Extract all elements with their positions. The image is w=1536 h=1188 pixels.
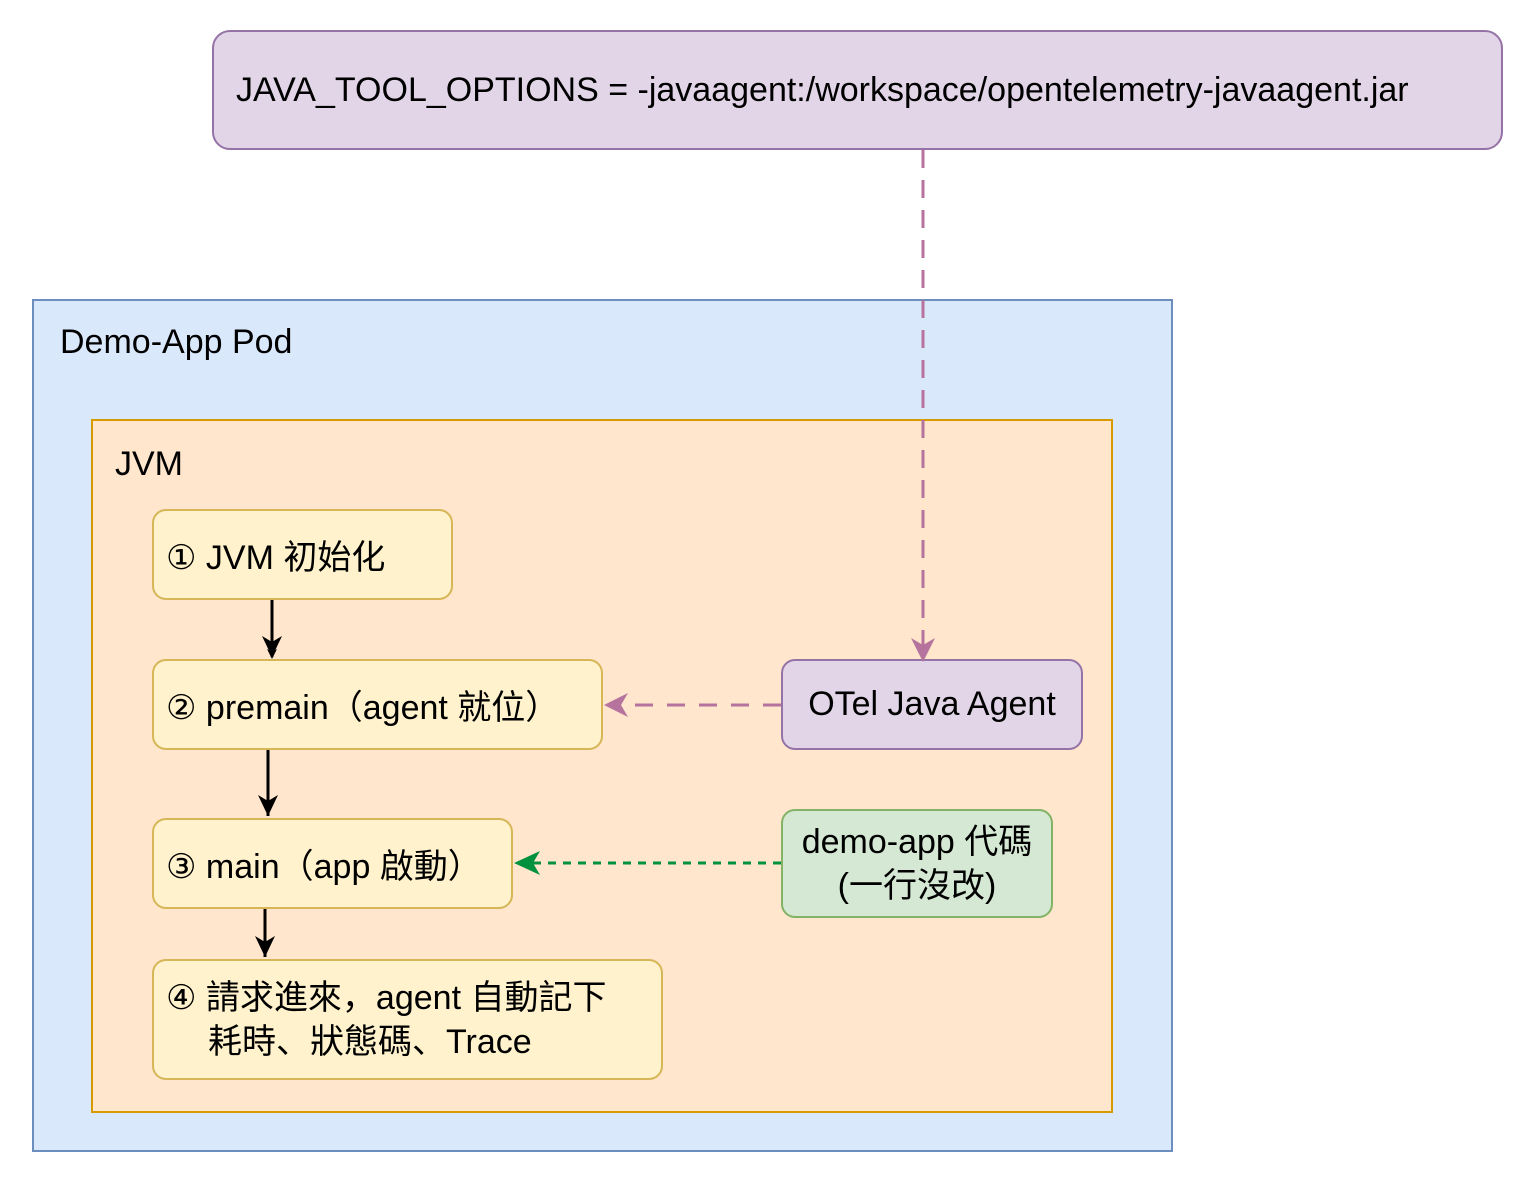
pod-label: Demo-App Pod bbox=[60, 323, 293, 361]
java-tool-options-box: JAVA_TOOL_OPTIONS = -javaagent:/workspac… bbox=[212, 30, 1503, 150]
otel-java-agent-label: OTel Java Agent bbox=[808, 685, 1056, 723]
step-jvm-init-label: ① JVM 初始化 bbox=[166, 539, 386, 577]
demo-app-code-line2: (一行沒改) bbox=[837, 866, 997, 905]
step-main-label: ③ main（app 啟動） bbox=[166, 848, 482, 886]
step-request-line2: 耗時、狀態碼、Trace bbox=[208, 1022, 532, 1061]
step-main: ③ main（app 啟動） bbox=[152, 818, 513, 909]
arrow-env-to-agent-head bbox=[911, 638, 935, 662]
step-premain-label: ② premain（agent 就位） bbox=[166, 689, 560, 727]
demo-app-code-box: demo-app 代碼 (一行沒改) bbox=[781, 809, 1053, 918]
arrow-code-to-main-head bbox=[514, 851, 540, 875]
arrow-premain-to-main-head bbox=[258, 795, 278, 816]
java-tool-options-label: JAVA_TOOL_OPTIONS = -javaagent:/workspac… bbox=[236, 70, 1409, 109]
step-request-line1: ④ 請求進來，agent 自動記下 bbox=[166, 978, 607, 1017]
arrow-main-to-request-head bbox=[255, 936, 275, 957]
step-request: ④ 請求進來，agent 自動記下 耗時、狀態碼、Trace bbox=[152, 959, 663, 1080]
step-jvm-init: ① JVM 初始化 bbox=[152, 509, 453, 600]
jvm-label: JVM bbox=[115, 445, 183, 483]
arrow-init-to-premain-head bbox=[262, 636, 282, 657]
arrow-agent-to-premain-head bbox=[604, 693, 628, 717]
demo-app-code-line1: demo-app 代碼 bbox=[801, 822, 1033, 861]
otel-java-agent-box: OTel Java Agent bbox=[781, 659, 1083, 750]
step-premain: ② premain（agent 就位） bbox=[152, 659, 603, 750]
